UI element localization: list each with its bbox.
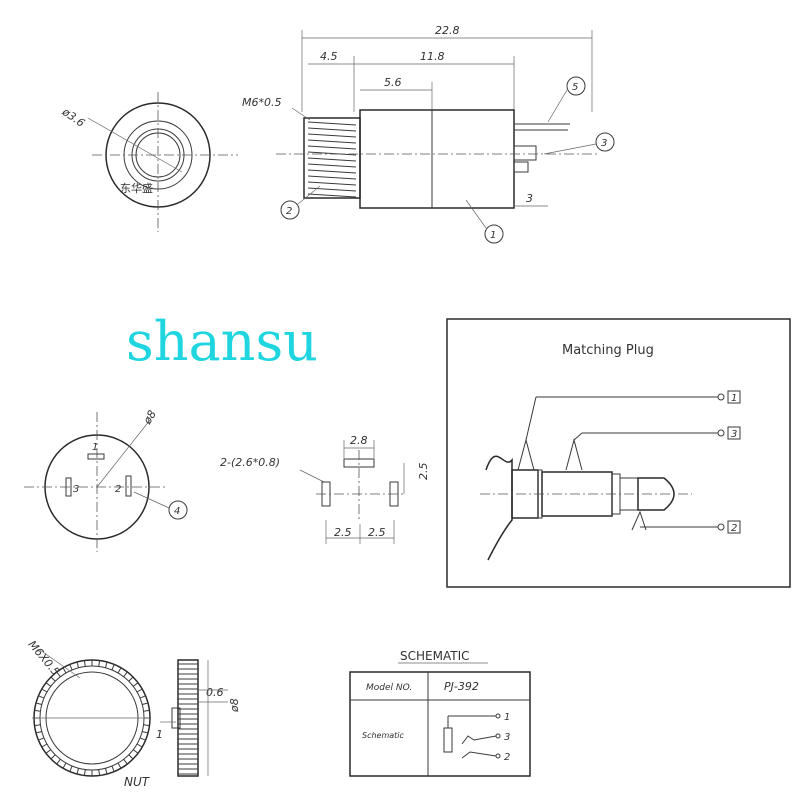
rear-view: ø8 1 3 2 4 xyxy=(24,408,188,552)
svg-text:3: 3 xyxy=(601,138,607,149)
pcb-dim-left: 2.5 xyxy=(334,526,352,539)
schematic-table: SCHEMATIC Model NO. PJ-392 Schematic 1 3… xyxy=(349,649,531,777)
callout-5 xyxy=(566,76,586,96)
matching-plug-title: Matching Plug xyxy=(562,343,654,358)
callout-3 xyxy=(595,132,615,152)
dim-mid: 5.6 xyxy=(384,76,402,89)
pcb-dim-side: 2.5 xyxy=(417,463,430,481)
pcb-dim-right: 2.5 xyxy=(368,526,386,539)
watermark: shansu xyxy=(126,310,318,373)
svg-text:1: 1 xyxy=(490,230,496,241)
nut-label: NUT xyxy=(124,775,151,789)
dim-total: 22.8 xyxy=(435,24,460,37)
dim-front-diameter: ø3.6 xyxy=(59,105,87,130)
plug-handle xyxy=(485,455,513,561)
plug-terminal-3: 3 xyxy=(731,429,737,440)
nut-thickness: 0.6 xyxy=(206,686,224,699)
svg-text:4: 4 xyxy=(174,506,180,517)
rear-pin-1: 1 xyxy=(92,442,98,453)
svg-text:2: 2 xyxy=(286,206,292,217)
nut-views: M6X0.5 0.6 ø8 1 NUT xyxy=(25,638,241,789)
nut-thread: M6X0.5 xyxy=(25,638,62,678)
brand-text: 东华盛 xyxy=(120,181,153,195)
rear-pin-2: 2 xyxy=(115,484,121,495)
dim-front: 4.5 xyxy=(320,50,338,63)
schematic-title: SCHEMATIC xyxy=(400,649,469,663)
schematic-label: Schematic xyxy=(362,731,405,740)
schematic-terminal-2: 2 xyxy=(504,752,510,763)
pcb-dim-top: 2.8 xyxy=(350,434,368,447)
jack-body xyxy=(359,109,515,209)
matching-plug-frame xyxy=(446,318,791,588)
pcb-hole-spec: 2-(2.6*0.8) xyxy=(220,456,280,469)
front-view: ø3.6 东华盛 xyxy=(59,92,238,232)
pcb-layout: 2-(2.6*0.8) 2.8 2.5 2.5 2.5 xyxy=(220,434,430,544)
schematic-terminal-3: 3 xyxy=(504,732,510,743)
dim-body: 11.8 xyxy=(420,50,445,63)
plug-terminal-1: 1 xyxy=(731,393,737,404)
rear-pin-3: 3 xyxy=(73,484,79,495)
svg-text:5: 5 xyxy=(572,82,578,93)
schematic-terminal-1: 1 xyxy=(504,712,510,723)
matching-plug-panel: Matching Plug 1 3 2 xyxy=(446,318,791,588)
plug-terminal-2: 2 xyxy=(731,523,737,534)
plug-tip xyxy=(637,477,675,511)
dim-rear-diameter: ø8 xyxy=(140,408,159,427)
dim-pin: 3 xyxy=(526,192,533,205)
nut-diameter: ø8 xyxy=(228,698,241,713)
thread-section xyxy=(303,117,361,199)
callout-4 xyxy=(168,500,188,520)
callout-2 xyxy=(280,200,300,220)
model-label: Model NO. xyxy=(366,683,412,693)
dim-thread: M6*0.5 xyxy=(242,96,281,109)
callout-1 xyxy=(484,224,504,244)
nut-side xyxy=(177,659,199,777)
side-view: 22.8 4.5 11.8 5.6 M6*0.5 3 5 3 xyxy=(242,24,615,244)
nut-small-dim: 1 xyxy=(156,728,163,741)
model-value: PJ-392 xyxy=(444,680,479,693)
